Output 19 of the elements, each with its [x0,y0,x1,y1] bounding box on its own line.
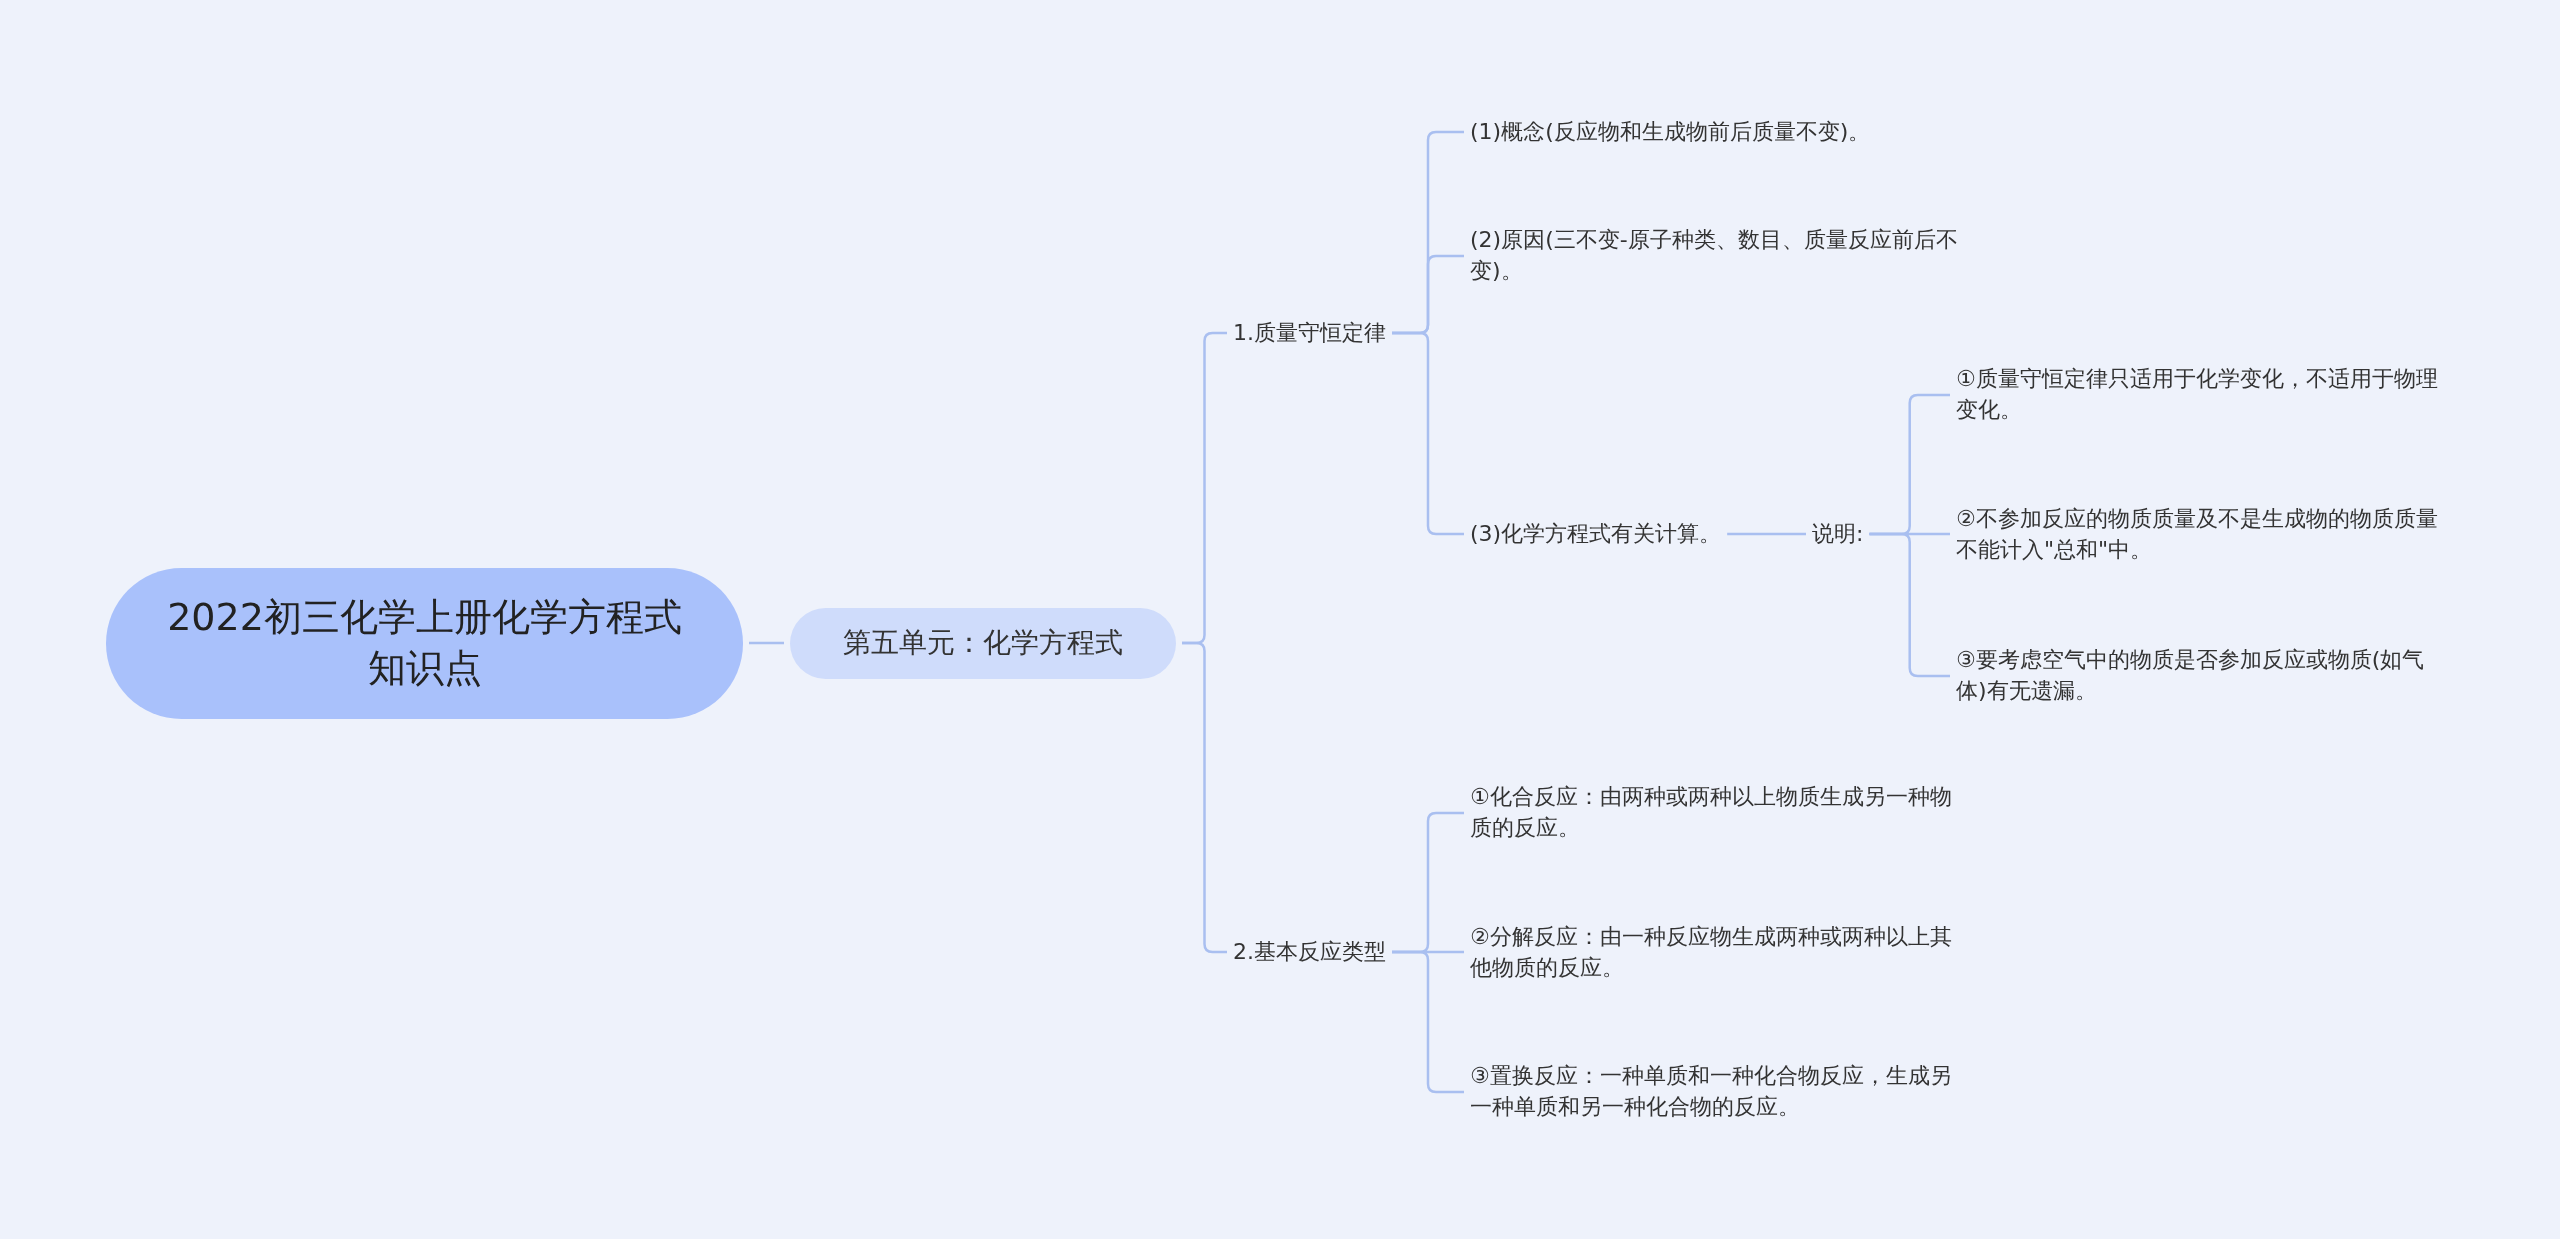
topic-text: ③置换反应：一种单质和一种化合物反应，生成另一种单质和另一种化合物的反应。 [1470,1061,1960,1123]
topic-text: ③要考虑空气中的物质是否参加反应或物质(如气体)有无遗漏。 [1956,645,2446,707]
topic-text: ②不参加反应的物质质量及不是生成物的物质质量不能计入"总和"中。 [1956,504,2446,566]
topic-text: 2.基本反应类型 [1233,936,1403,968]
connector-line [1392,950,1464,1094]
topic-text: ①质量守恒定律只适用于化学变化，不适用于物理变化。 [1956,364,2446,426]
topic-text: (2)原因(三不变-原子种类、数目、质量反应前后不变)。 [1470,225,1960,287]
topic-text: (1)概念(反应物和生成物前后质量不变)。 [1470,116,1960,148]
topic-pill: 第五单元：化学方程式 [790,607,1176,679]
topic-text: 说明: [1812,518,1882,550]
root-topic-pill: 2022初三化学上册化学方程式知识点 [106,567,743,719]
connector-line [1869,532,1950,678]
connector-line [1392,331,1464,536]
topic-text: (3)化学方程式有关计算。 [1470,518,1755,550]
topic-text: ②分解反应：由一种反应物生成两种或两种以上其他物质的反应。 [1470,922,1960,984]
topic-text: 1.质量守恒定律 [1233,317,1403,349]
topic-text: ①化合反应：由两种或两种以上物质生成另一种物质的反应。 [1470,782,1960,844]
connector-line [749,641,784,645]
connector-line [1727,532,1806,536]
